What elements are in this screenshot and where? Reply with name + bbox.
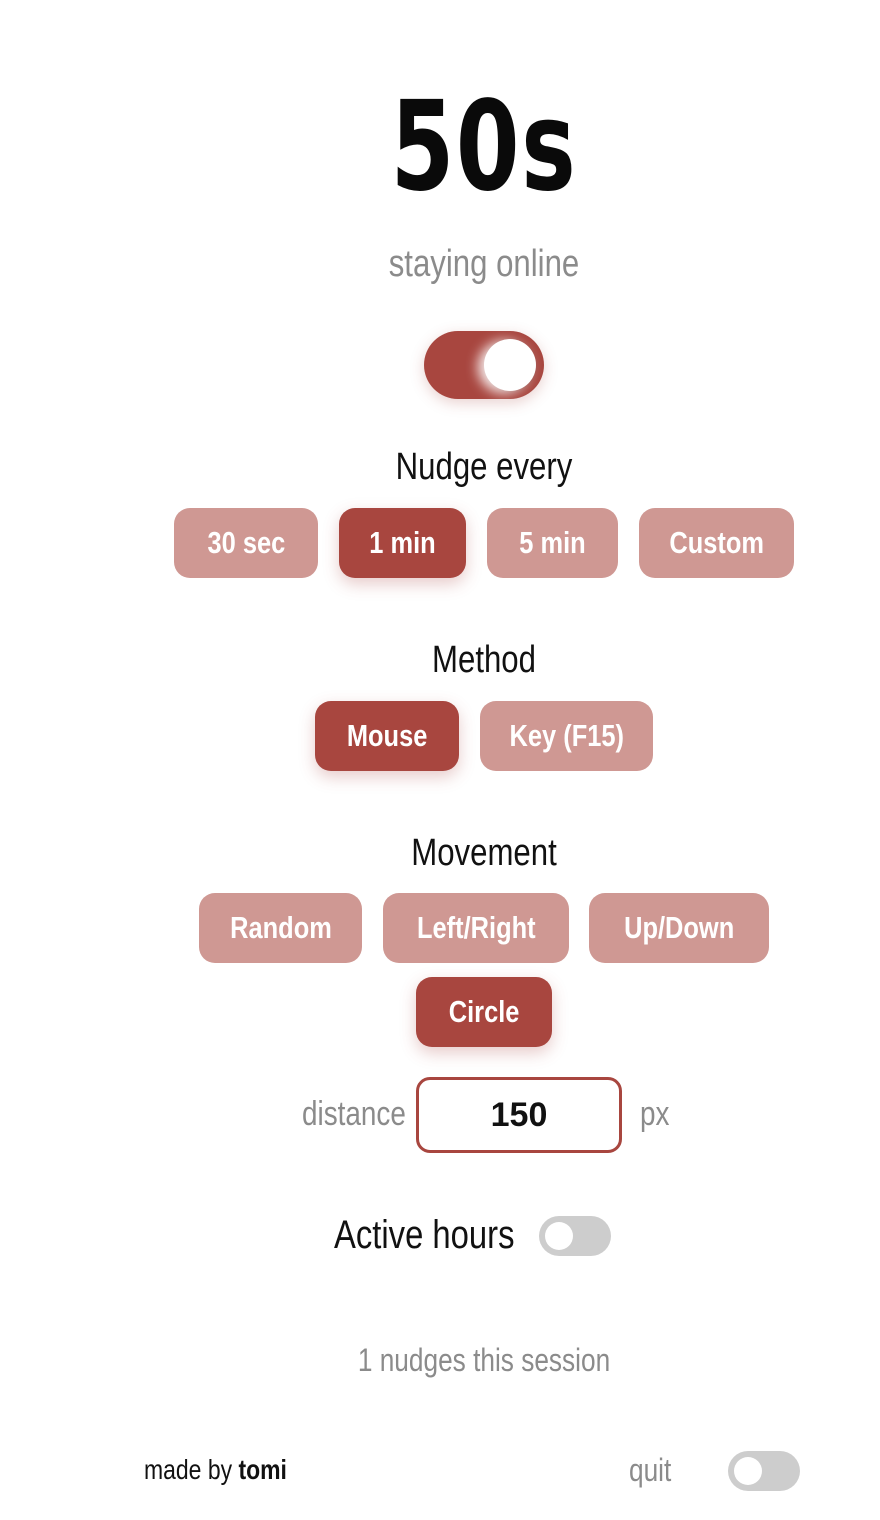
method-option-key-f15[interactable]: Key (F15) [480,701,653,771]
countdown-timer: 50s [390,75,578,219]
movement-title: Movement [411,832,557,874]
made-by-label: made by [144,1454,233,1485]
distance-unit: px [640,1095,670,1133]
author-name: tomi [238,1454,287,1485]
method-option-mouse[interactable]: Mouse [315,701,459,771]
movement-option-left-right[interactable]: Left/Right [383,893,569,963]
nudge-option-1-min[interactable]: 1 min [339,508,466,578]
quit-label: quit [629,1452,672,1488]
method-title: Method [432,639,536,681]
movement-option-up-down[interactable]: Up/Down [589,893,769,963]
distance-input[interactable] [416,1077,622,1153]
active-hours-label: Active hours [334,1213,515,1257]
active-hours-toggle-knob [545,1222,573,1250]
quit-toggle-knob [734,1457,762,1485]
nudge-option-5-min[interactable]: 5 min [487,508,618,578]
movement-option-circle[interactable]: Circle [416,977,552,1047]
nudge-every-title: Nudge every [395,446,573,488]
main-toggle[interactable] [424,331,544,399]
main-toggle-knob [484,339,536,391]
nudge-option-custom[interactable]: Custom [639,508,794,578]
made-by-credit: made by tomi [144,1450,318,1490]
status-text: staying online [388,243,580,285]
active-hours-toggle[interactable] [539,1216,611,1256]
quit-toggle[interactable] [728,1451,800,1491]
nudge-option-30-sec[interactable]: 30 sec [174,508,318,578]
movement-option-random[interactable]: Random [199,893,362,963]
distance-label: distance [302,1095,406,1133]
session-count: 1 nudges this session [357,1342,611,1378]
